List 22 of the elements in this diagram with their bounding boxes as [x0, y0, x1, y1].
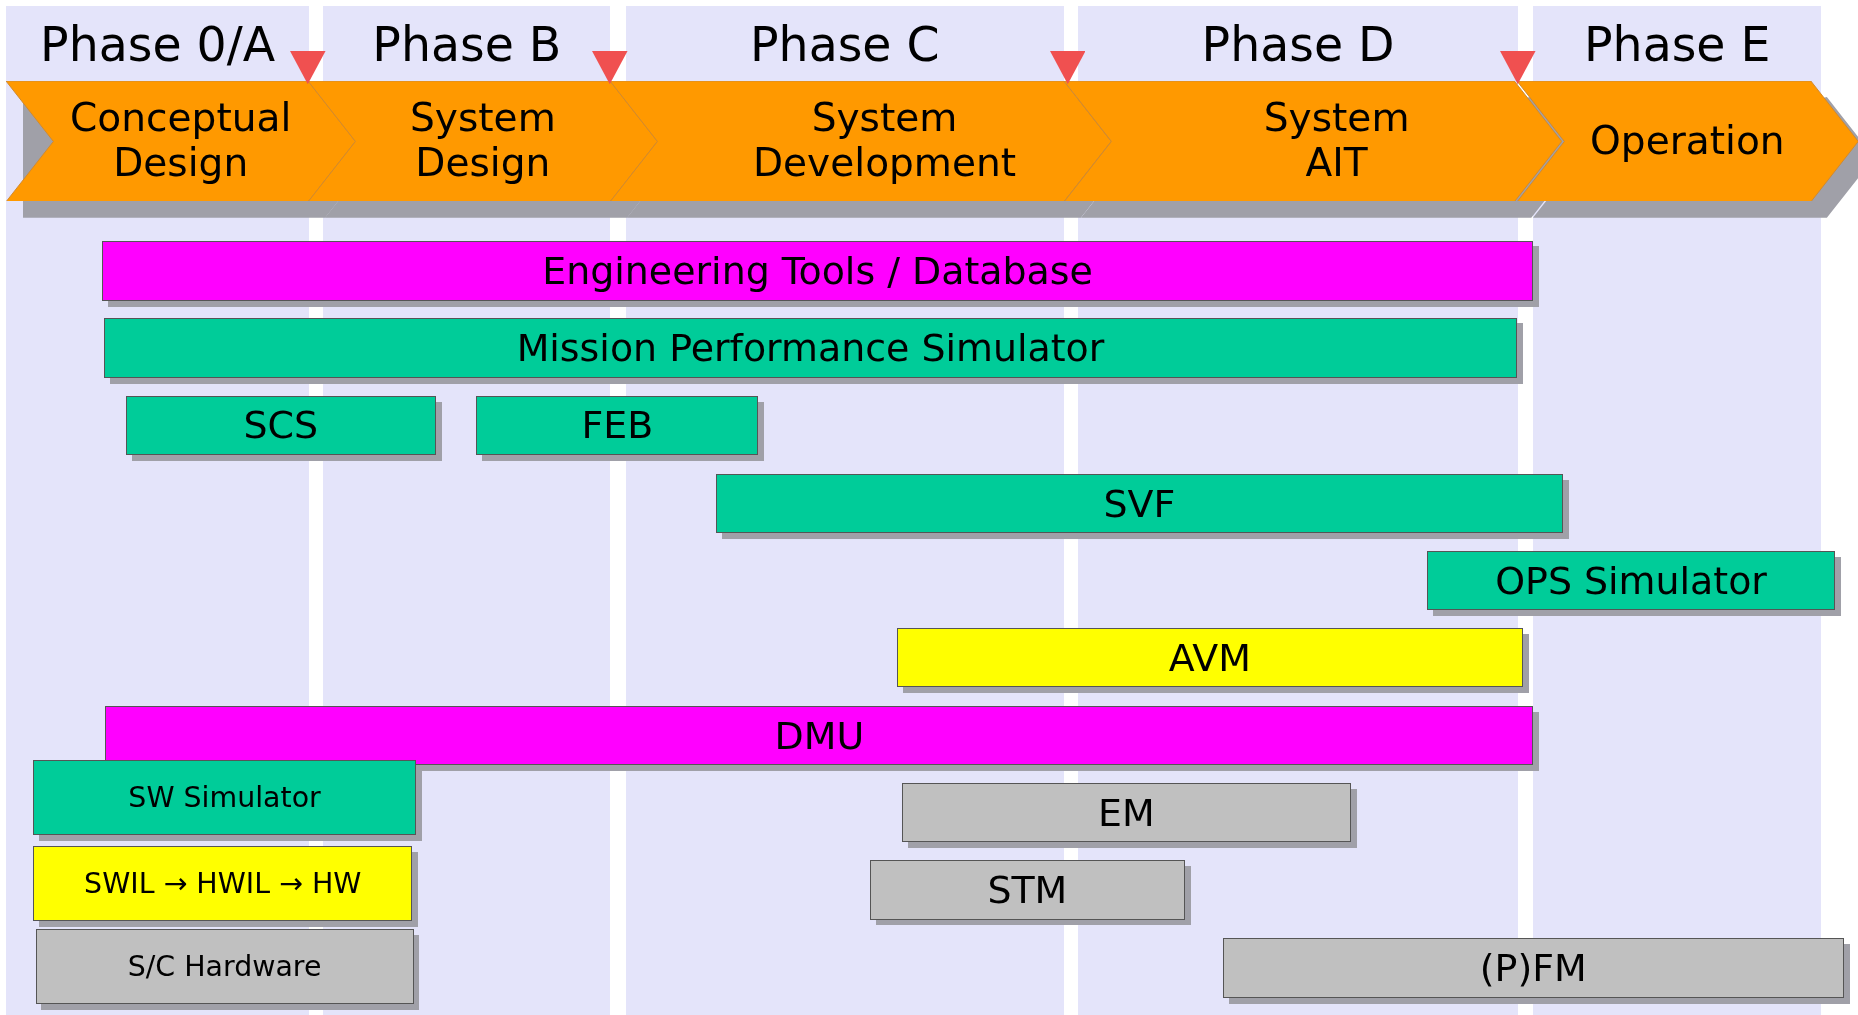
timeline-bar: DMU: [105, 706, 1534, 766]
phase-heading: Phase C: [625, 18, 1065, 72]
timeline-bar: S/C Hardware: [35, 929, 414, 1004]
timeline-bar: Mission Performance Simulator: [104, 317, 1517, 378]
timeline-bar: EM: [901, 783, 1351, 843]
timeline-bar: SW Simulator: [33, 759, 416, 836]
phase-heading: Phase 0/A: [5, 18, 310, 72]
timeline-bar: (P)FM: [1222, 938, 1844, 998]
timeline-bar: OPS Simulator: [1426, 551, 1836, 611]
timeline-bar: SWIL → HWIL → HW: [33, 846, 413, 921]
stage-banner: System Design: [308, 80, 658, 202]
stage-banner: Operation: [1516, 80, 1858, 202]
timeline-bar: FEB: [476, 395, 759, 455]
timeline-bar: STM: [869, 860, 1185, 920]
phase-heading: Phase D: [1078, 18, 1518, 72]
timeline-bar: SVF: [715, 473, 1563, 534]
phase-heading: Phase B: [323, 18, 611, 72]
timeline-bar: SCS: [125, 395, 437, 455]
phase-heading: Phase E: [1533, 18, 1822, 72]
stage-banner: Conceptual Design: [5, 80, 356, 202]
timeline-bar: Engineering Tools / Database: [101, 240, 1534, 301]
timeline-bar: AVM: [897, 628, 1523, 688]
